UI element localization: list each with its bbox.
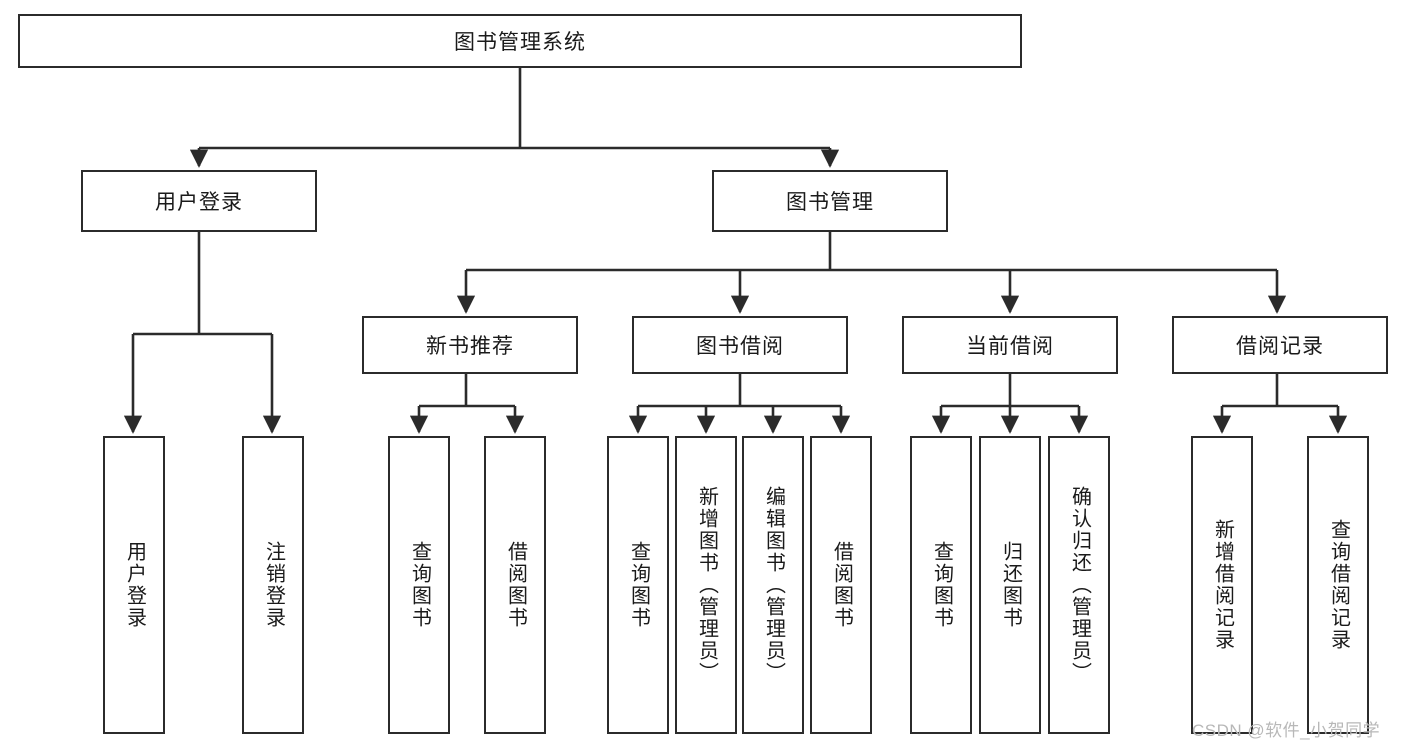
node-root-system[interactable]: 图书管理系统 bbox=[18, 14, 1022, 68]
leaf-record-query-record-label: 查询借阅记录 bbox=[1327, 519, 1350, 651]
leaf-recommend-borrow-book[interactable]: 借阅图书 bbox=[484, 436, 546, 734]
leaf-current-return-book[interactable]: 归还图书 bbox=[979, 436, 1041, 734]
node-book-management-label: 图书管理 bbox=[786, 191, 874, 214]
leaf-current-query-book[interactable]: 查询图书 bbox=[910, 436, 972, 734]
node-new-book-recommend-label: 新书推荐 bbox=[426, 335, 514, 358]
leaf-current-confirm-return[interactable]: 确认归还（管理员） bbox=[1048, 436, 1110, 734]
leaf-recommend-query-book[interactable]: 查询图书 bbox=[388, 436, 450, 734]
leaf-borrow-edit-book[interactable]: 编辑图书（管理员） bbox=[742, 436, 804, 734]
node-borrow-record[interactable]: 借阅记录 bbox=[1172, 316, 1388, 374]
node-new-book-recommend[interactable]: 新书推荐 bbox=[362, 316, 578, 374]
node-book-borrow-label: 图书借阅 bbox=[696, 335, 784, 358]
leaf-current-query-book-label: 查询图书 bbox=[930, 541, 953, 629]
leaf-borrow-query-book-label: 查询图书 bbox=[627, 541, 650, 629]
leaf-record-add-record-label: 新增借阅记录 bbox=[1211, 519, 1234, 651]
leaf-recommend-query-book-label: 查询图书 bbox=[408, 541, 431, 629]
node-user-login-label: 用户登录 bbox=[155, 191, 243, 214]
leaf-user-login-login-label: 用户登录 bbox=[123, 541, 146, 629]
leaf-record-add-record[interactable]: 新增借阅记录 bbox=[1191, 436, 1253, 734]
leaf-borrow-edit-book-label: 编辑图书（管理员） bbox=[762, 486, 785, 684]
leaf-user-login-logout-label: 注销登录 bbox=[262, 541, 285, 629]
csdn-watermark: CSDN @软件_小贺同学 bbox=[1192, 721, 1381, 740]
leaf-user-login-logout[interactable]: 注销登录 bbox=[242, 436, 304, 734]
leaf-borrow-add-book-label: 新增图书（管理员） bbox=[695, 486, 718, 684]
leaf-user-login-login[interactable]: 用户登录 bbox=[103, 436, 165, 734]
leaf-recommend-borrow-book-label: 借阅图书 bbox=[504, 541, 527, 629]
node-current-borrow[interactable]: 当前借阅 bbox=[902, 316, 1118, 374]
leaf-borrow-add-book[interactable]: 新增图书（管理员） bbox=[675, 436, 737, 734]
leaf-borrow-query-book[interactable]: 查询图书 bbox=[607, 436, 669, 734]
leaf-current-confirm-return-label: 确认归还（管理员） bbox=[1068, 486, 1091, 684]
node-book-management[interactable]: 图书管理 bbox=[712, 170, 948, 232]
leaf-borrow-borrow-book[interactable]: 借阅图书 bbox=[810, 436, 872, 734]
node-current-borrow-label: 当前借阅 bbox=[966, 335, 1054, 358]
leaf-record-query-record[interactable]: 查询借阅记录 bbox=[1307, 436, 1369, 734]
node-user-login[interactable]: 用户登录 bbox=[81, 170, 317, 232]
node-book-borrow[interactable]: 图书借阅 bbox=[632, 316, 848, 374]
leaf-current-return-book-label: 归还图书 bbox=[999, 541, 1022, 629]
node-borrow-record-label: 借阅记录 bbox=[1236, 335, 1324, 358]
leaf-borrow-borrow-book-label: 借阅图书 bbox=[830, 541, 853, 629]
node-root-system-label: 图书管理系统 bbox=[454, 31, 586, 54]
